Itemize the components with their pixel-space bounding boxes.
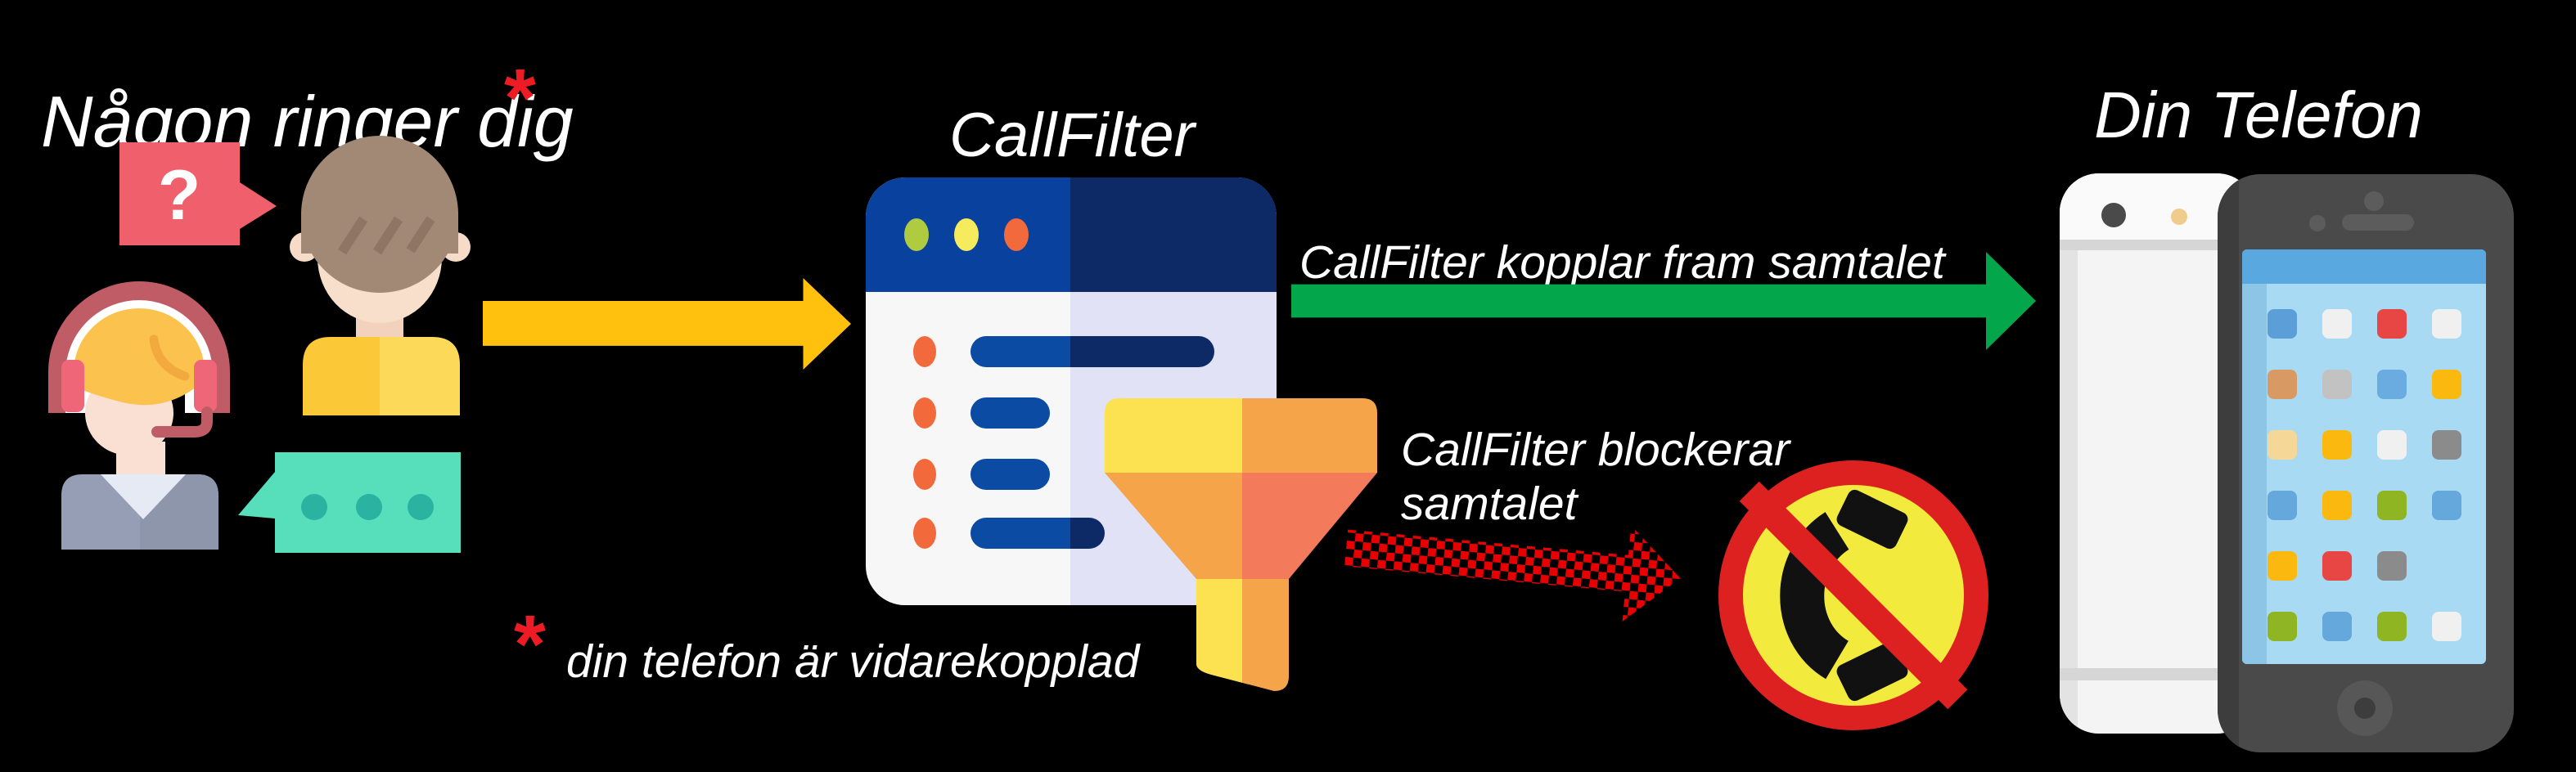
window-titlebar-shade [1070, 177, 1277, 292]
sensor-dot-icon [2309, 215, 2326, 231]
app-icon [2322, 309, 2352, 339]
app-icon [2432, 370, 2461, 399]
app-icon [2377, 309, 2407, 339]
typing-dot [301, 494, 327, 520]
callfilter-list-row [866, 336, 1277, 367]
earpiece-speaker-icon [2342, 214, 2414, 231]
app-icon [2322, 430, 2352, 460]
caller-and-agent-icon: ? [48, 136, 471, 553]
flash-icon [2171, 209, 2187, 225]
app-icon [2268, 430, 2297, 460]
smartphone-icon [2218, 174, 2514, 752]
phone-title: Din Telefon [2094, 79, 2423, 151]
camera-icon [2101, 203, 2126, 227]
no-phone-icon [1718, 460, 1988, 730]
funnel-icon [1105, 398, 1377, 691]
row-bullet [913, 397, 936, 429]
caller-person-icon [290, 136, 471, 415]
app-icon [2322, 491, 2352, 520]
row-bar [971, 459, 1050, 490]
reply-bubble-icon [238, 452, 461, 553]
callfilter-list-row [866, 459, 1277, 490]
footnote-asterisk: * [511, 599, 543, 690]
typing-dot [408, 494, 434, 520]
titlebar-dot [1004, 218, 1029, 251]
app-icon [2377, 612, 2407, 641]
app-icon [2377, 430, 2407, 460]
app-icon [2377, 551, 2407, 581]
app-icon [2268, 551, 2297, 581]
footnote-text: din telefon är vidarekopplad [566, 635, 1140, 688]
question-bubble-icon: ? [119, 142, 277, 245]
row-bar [971, 518, 1105, 549]
app-icon [2432, 491, 2461, 520]
incoming-call-arrow [483, 278, 851, 370]
home-button [2337, 680, 2393, 736]
app-icon [2377, 491, 2407, 520]
app-icon [2432, 612, 2461, 641]
callfilter-list-row [866, 518, 1277, 549]
app-icon [2268, 612, 2297, 641]
app-icon [2322, 551, 2352, 581]
prohibition-bar [1739, 481, 1968, 710]
question-mark: ? [158, 156, 201, 235]
screen-statusbar [2242, 249, 2486, 284]
row-bullet [913, 336, 936, 367]
app-icon [2432, 430, 2461, 460]
phone-handset-glyph [1780, 489, 1908, 702]
phone-screen [2242, 249, 2486, 664]
forward-arrow-label: CallFilter kopplar fram samtalet [1299, 236, 1945, 289]
front-camera-icon [2364, 191, 2384, 211]
app-icon [2322, 370, 2352, 399]
titlebar-dot [954, 218, 979, 251]
row-bullet [913, 459, 936, 490]
app-icon [2268, 370, 2297, 399]
app-icon [2377, 370, 2407, 399]
titlebar-dot [904, 218, 929, 251]
app-icon [2322, 612, 2352, 641]
agent-person-icon [48, 281, 230, 550]
typing-dot [356, 494, 382, 520]
app-icon [2268, 491, 2297, 520]
row-bar [971, 397, 1050, 429]
callfilter-list-row [866, 397, 1277, 429]
app-icon [2432, 309, 2461, 339]
row-bar [971, 336, 1214, 367]
block-arrow-label-line1: CallFilter blockerar [1401, 424, 1790, 476]
screen-edge-shade [2242, 284, 2267, 664]
row-bullet [913, 518, 936, 549]
block-arrow-label-line2: samtalet [1401, 477, 1578, 530]
callfilter-title: CallFilter [949, 101, 1195, 170]
app-icon [2268, 309, 2297, 339]
heading-asterisk: * [501, 52, 533, 144]
